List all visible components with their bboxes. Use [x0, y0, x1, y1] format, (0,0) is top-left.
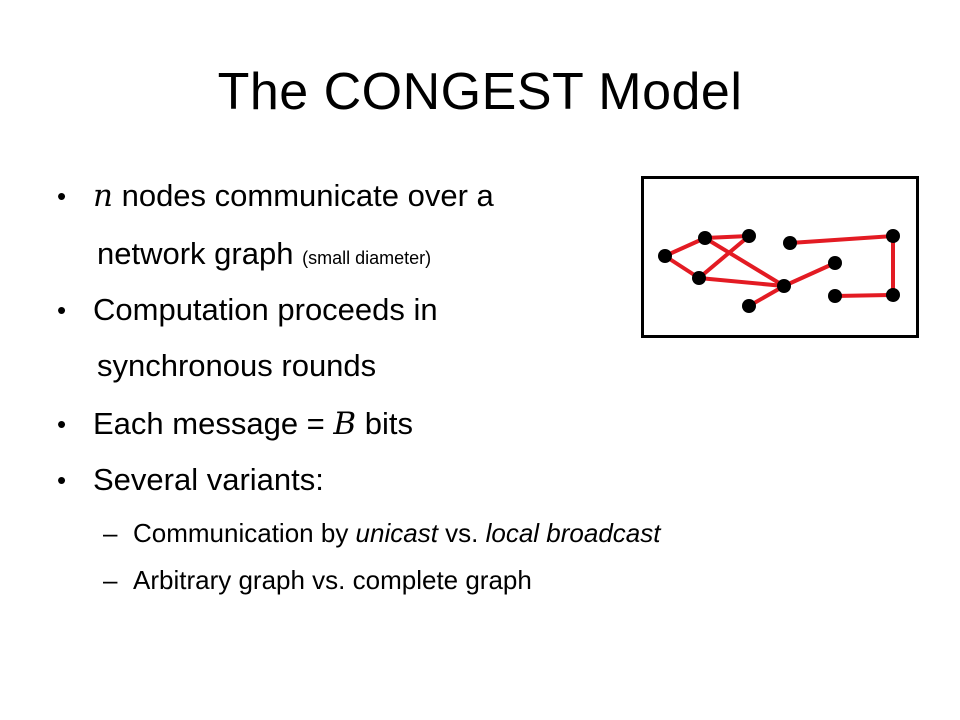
graph-nodes — [658, 229, 900, 313]
graph-node — [777, 279, 791, 293]
graph-edge — [664, 236, 706, 258]
bullet-marker: • — [57, 181, 67, 211]
sub-bullet-dash: – — [103, 565, 118, 595]
graph-edge — [834, 293, 894, 298]
bullet-1-text-2: network graph — [97, 236, 294, 271]
graph-edge — [789, 234, 894, 245]
bullet-marker: • — [57, 465, 67, 495]
graph-edge — [703, 236, 786, 288]
graph-node — [886, 288, 900, 302]
math-B: B — [333, 406, 357, 442]
bullet-3-text-post: bits — [356, 406, 414, 441]
graph-node — [783, 236, 797, 250]
slide-title: The CONGEST Model — [217, 63, 743, 121]
bullet-4-line: Several variants: — [93, 462, 324, 497]
graph-node — [742, 229, 756, 243]
sub-2-text: Arbitrary graph vs. complete graph — [133, 565, 532, 595]
bullet-1-line-2: network graph (small diameter) — [97, 234, 431, 278]
graph-edge — [697, 234, 751, 280]
graph-node — [742, 299, 756, 313]
bullet-2-line-2: synchronous rounds — [97, 348, 377, 383]
sub-bullet-1: –Communication by unicast vs. local broa… — [103, 516, 661, 550]
math-n: n — [93, 178, 113, 214]
bullet-1-small-note: (small diameter) — [302, 248, 432, 268]
bullet-2-line-1: Computation proceeds in — [93, 292, 438, 327]
sub-1-mid: vs. — [437, 518, 486, 548]
sub-bullet-2: –Arbitrary graph vs. complete graph — [103, 563, 532, 597]
bullet-3-line: Each message = B bits — [93, 404, 413, 444]
bullet-3-text-pre: Each message = — [93, 406, 334, 441]
graph-node — [692, 271, 706, 285]
sub-1-italic-2: local broadcast — [485, 518, 661, 548]
bullet-1-text-1: nodes communicate over a — [112, 178, 494, 213]
network-graph-figure — [641, 176, 919, 338]
sub-bullet-dash: – — [103, 518, 118, 548]
sub-1-italic-1: unicast — [355, 518, 438, 548]
bullet-marker: • — [57, 409, 67, 439]
graph-edges — [663, 234, 895, 308]
graph-node — [886, 229, 900, 243]
graph-node — [828, 256, 842, 270]
graph-edge — [698, 276, 785, 288]
graph-edge — [704, 234, 750, 240]
graph-edge — [783, 261, 836, 288]
bullet-marker: • — [57, 295, 67, 325]
graph-node — [828, 289, 842, 303]
network-graph-svg — [658, 229, 900, 313]
graph-node — [698, 231, 712, 245]
sub-1-pre: Communication by — [133, 518, 356, 548]
bullet-1-line-1: n nodes communicate over a — [93, 176, 494, 216]
graph-node — [658, 249, 672, 263]
